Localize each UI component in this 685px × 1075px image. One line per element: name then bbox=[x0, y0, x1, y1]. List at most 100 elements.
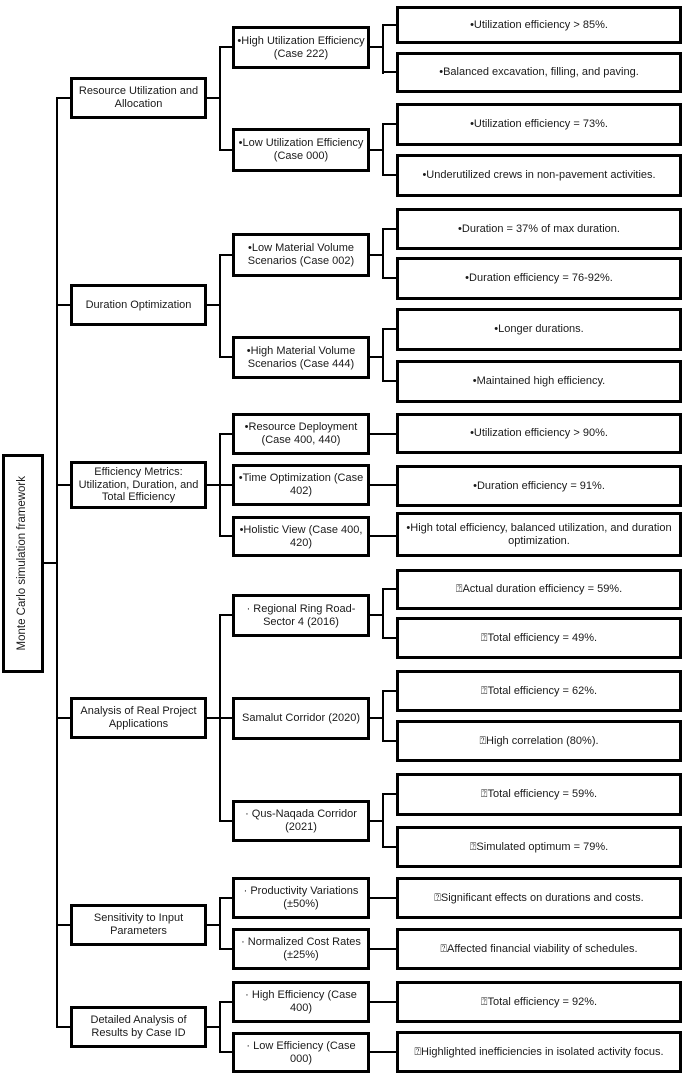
connector-line bbox=[370, 46, 384, 48]
scenario-high-utilization: •High Utilization Efficiency (Case 222) bbox=[232, 26, 370, 69]
branch-detailed-analysis-case-id: Detailed Analysis of Results by Case ID bbox=[70, 1006, 207, 1048]
connector-line bbox=[219, 149, 232, 151]
connector-line bbox=[219, 1051, 232, 1053]
connector-line bbox=[382, 174, 396, 176]
branch-efficiency-metrics: Efficiency Metrics: Utilization, Duratio… bbox=[70, 461, 207, 509]
connector-line bbox=[370, 614, 384, 616]
connector-line bbox=[219, 484, 232, 486]
connector-line bbox=[207, 484, 221, 486]
finding-node: ⍰Total efficiency = 59%. bbox=[396, 773, 682, 816]
connector-line bbox=[382, 793, 396, 795]
connector-line bbox=[382, 228, 384, 279]
connector-line bbox=[219, 897, 221, 950]
connector-line bbox=[56, 484, 70, 486]
scenario-productivity-variations: · Productivity Variations (±50%) bbox=[232, 877, 370, 919]
branch-sensitivity-input-parameters: Sensitivity to Input Parameters bbox=[70, 904, 207, 946]
scenario-low-utilization: •Low Utilization Efficiency (Case 000) bbox=[232, 128, 370, 172]
scenario-holistic-view: •Holistic View (Case 400, 420) bbox=[232, 516, 370, 557]
connector-line bbox=[382, 846, 396, 848]
finding-node: •Utilization efficiency > 90%. bbox=[396, 413, 682, 454]
connector-line bbox=[382, 277, 396, 279]
finding-node: •Balanced excavation, filling, and pavin… bbox=[396, 52, 682, 93]
scenario-resource-deployment: •Resource Deployment (Case 400, 440) bbox=[232, 413, 370, 455]
connector-line bbox=[219, 356, 232, 358]
connector-line bbox=[382, 328, 396, 330]
connector-line bbox=[207, 1026, 221, 1028]
connector-line bbox=[382, 328, 384, 382]
connector-line bbox=[219, 717, 232, 719]
root-label: Monte Carlo simulation framework bbox=[16, 476, 29, 651]
finding-node: ⍰Total efficiency = 62%. bbox=[396, 670, 682, 712]
connector-line bbox=[219, 1001, 232, 1003]
connector-line bbox=[382, 380, 396, 382]
connector-line bbox=[382, 123, 384, 176]
scenario-normalized-cost-rates: · Normalized Cost Rates (±25%) bbox=[232, 928, 370, 970]
connector-line bbox=[370, 948, 396, 950]
connector-line bbox=[207, 304, 221, 306]
connector-line bbox=[219, 433, 232, 435]
scenario-regional-ring-road: · Regional Ring Road- Sector 4 (2016) bbox=[232, 594, 370, 637]
finding-node: •Underutilized crews in non-pavement act… bbox=[396, 154, 682, 197]
finding-node: ⍰Significant effects on durations and co… bbox=[396, 877, 682, 919]
connector-line bbox=[370, 1051, 396, 1053]
connector-line bbox=[219, 1001, 221, 1053]
connector-line bbox=[382, 637, 396, 639]
connector-line bbox=[370, 356, 384, 358]
scenario-low-efficiency-case: · Low Efficiency (Case 000) bbox=[232, 1032, 370, 1073]
scenario-time-optimization: •Time Optimization (Case 402) bbox=[232, 464, 370, 506]
connector-line bbox=[370, 149, 384, 151]
connector-line bbox=[219, 897, 232, 899]
finding-node: •Utilization efficiency > 85%. bbox=[396, 6, 682, 44]
connector-line bbox=[56, 1026, 70, 1028]
branch-duration-optimization: Duration Optimization bbox=[70, 284, 207, 326]
connector-line bbox=[370, 535, 396, 537]
connector-line bbox=[382, 588, 384, 639]
connector-line bbox=[370, 1001, 396, 1003]
connector-line bbox=[382, 588, 396, 590]
connector-line bbox=[44, 562, 58, 564]
connector-line bbox=[382, 24, 396, 26]
branch-resource-utilization: Resource Utilization and Allocation bbox=[70, 77, 207, 119]
connector-line bbox=[219, 433, 221, 537]
connector-line bbox=[219, 254, 232, 256]
finding-node: •Duration efficiency = 91%. bbox=[396, 465, 682, 507]
finding-node: •High total efficiency, balanced utiliza… bbox=[396, 512, 682, 557]
finding-node: ⍰High correlation (80%). bbox=[396, 720, 682, 762]
connector-line bbox=[370, 897, 396, 899]
finding-node: •Longer durations. bbox=[396, 308, 682, 351]
connector-line bbox=[56, 717, 70, 719]
connector-line bbox=[370, 254, 384, 256]
finding-node: ⍰Total efficiency = 92%. bbox=[396, 981, 682, 1023]
connector-line bbox=[370, 433, 396, 435]
finding-node: ⍰Highlighted inefficiencies in isolated … bbox=[396, 1031, 682, 1073]
finding-node: •Duration = 37% of max duration. bbox=[396, 208, 682, 250]
connector-line bbox=[382, 690, 396, 692]
connector-line bbox=[56, 97, 70, 99]
connector-line bbox=[207, 97, 221, 99]
connector-line bbox=[382, 793, 384, 848]
connector-line bbox=[370, 717, 384, 719]
connector-line bbox=[207, 924, 221, 926]
connector-line bbox=[370, 484, 396, 486]
connector-line bbox=[56, 97, 58, 1028]
connector-line bbox=[219, 820, 232, 822]
connector-line bbox=[219, 254, 221, 358]
connector-line bbox=[382, 71, 396, 73]
scenario-qus-naqada-corridor: · Qus-Naqada Corridor (2021) bbox=[232, 800, 370, 842]
scenario-high-material-volume: •High Material Volume Scenarios (Case 44… bbox=[232, 336, 370, 379]
finding-node: ⍰Affected financial viability of schedul… bbox=[396, 928, 682, 970]
connector-line bbox=[219, 46, 232, 48]
connector-line bbox=[370, 820, 384, 822]
scenario-high-efficiency-case: · High Efficiency (Case 400) bbox=[232, 981, 370, 1023]
connector-line bbox=[382, 228, 396, 230]
root-node: Monte Carlo simulation framework bbox=[2, 454, 44, 673]
finding-node: ⍰Actual duration efficiency = 59%. bbox=[396, 569, 682, 610]
scenario-samalut-corridor: Samalut Corridor (2020) bbox=[232, 697, 370, 740]
finding-node: •Maintained high efficiency. bbox=[396, 360, 682, 403]
branch-real-project-applications: Analysis of Real Project Applications bbox=[70, 697, 207, 739]
connector-line bbox=[219, 535, 232, 537]
connector-line bbox=[382, 123, 396, 125]
connector-line bbox=[56, 924, 70, 926]
connector-line bbox=[382, 690, 384, 742]
